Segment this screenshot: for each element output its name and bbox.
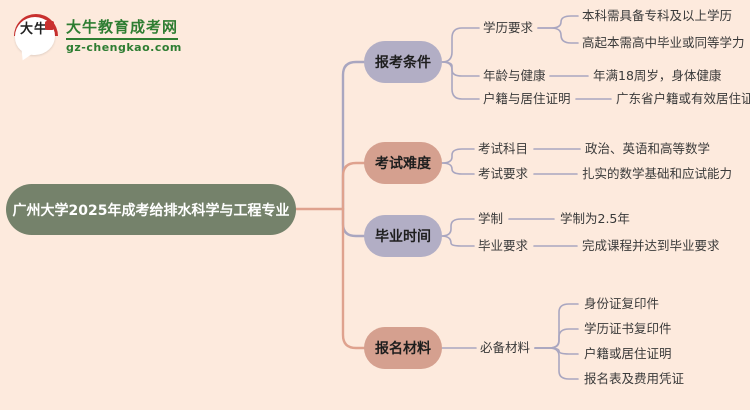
leaf-item: 学历证书复印件 xyxy=(584,320,672,336)
site-name: 大牛教育成考网 xyxy=(66,18,179,36)
site-url: gz-chengkao.com xyxy=(66,41,182,54)
sub-label-age-health: 年龄与健康 xyxy=(483,67,546,83)
branch-graduation-time: 毕业时间 xyxy=(364,215,442,257)
branch-registration-materials: 报名材料 xyxy=(364,327,442,369)
edge-b1-sub2 xyxy=(441,61,480,77)
leaf-item: 高起本需高中毕业或同等学力 xyxy=(582,34,745,50)
edge-b1-sub1 xyxy=(441,27,480,63)
leaf-item: 户籍或居住证明 xyxy=(584,345,672,361)
leaf-item: 扎实的数学基础和应试能力 xyxy=(582,165,733,181)
edge-sub1-leaf2 xyxy=(537,27,579,44)
sub-label-exam-subjects: 考试科目 xyxy=(478,140,529,156)
branch-exam-difficulty: 考试难度 xyxy=(364,142,442,184)
edge-sub1-leaf1 xyxy=(537,15,579,29)
edge-b4sub-leaf4 xyxy=(534,347,579,380)
edge-b3-sub1 xyxy=(440,218,475,237)
logo-text-block: 大牛教育成考网 gz-chengkao.com xyxy=(66,14,182,54)
sub-label-exam-requirements: 考试要求 xyxy=(478,165,529,181)
leaf-item: 报名表及费用凭证 xyxy=(584,370,685,386)
edge-root-branch2 xyxy=(341,161,368,211)
leaf-item: 学制为2.5年 xyxy=(560,210,630,226)
leaf-item: 政治、英语和高等数学 xyxy=(585,140,711,156)
site-logo: 大牛 大牛教育成考网 gz-chengkao.com xyxy=(14,14,182,63)
sub-label-residence-proof: 户籍与居住证明 xyxy=(483,90,571,106)
root-node: 广州大学2025年成考给排水科学与工程专业 xyxy=(6,184,296,235)
leaf-item: 身份证复印件 xyxy=(584,295,660,311)
sub-label-study-length: 学制 xyxy=(478,210,504,226)
logo-bubble-text: 大牛 xyxy=(20,22,49,37)
sub-label-education-requirement: 学历要求 xyxy=(483,19,534,35)
branch-exam-conditions: 报考条件 xyxy=(364,41,442,83)
edge-b4sub-leaf1 xyxy=(534,303,579,349)
logo-daniu-icon: 大牛 xyxy=(14,14,58,63)
leaf-item: 本科需具备专科及以上学历 xyxy=(582,7,733,23)
edge-root-branch3 xyxy=(341,207,368,238)
leaf-item: 年满18周岁，身体健康 xyxy=(593,67,722,83)
logo-divider xyxy=(66,38,178,40)
edge-b2-sub1 xyxy=(441,148,475,164)
edge-root-branch4 xyxy=(341,207,368,350)
edge-b3-sub2 xyxy=(440,235,475,247)
sub-label-required-materials: 必备材料 xyxy=(480,339,531,355)
leaf-item: 完成课程并达到毕业要求 xyxy=(582,237,720,253)
sub-label-graduation-requirements: 毕业要求 xyxy=(478,237,529,253)
edge-b2-sub2 xyxy=(441,162,475,175)
logo-seal-icon xyxy=(45,21,54,30)
edge-root-branch1 xyxy=(341,60,368,211)
leaf-item: 广东省户籍或有效居住证 xyxy=(616,90,750,106)
edge-b1-sub3 xyxy=(441,61,480,100)
